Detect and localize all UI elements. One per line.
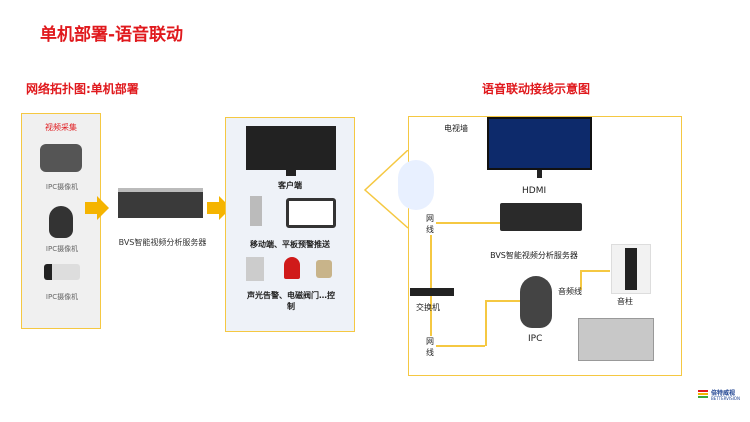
speaker-column-icon [611,244,651,294]
speaker-icon [246,257,264,281]
server-icon [118,188,203,218]
logo-name: 倍特威视 [711,390,736,397]
server-label: BVS智能视频分析服务器 [118,238,207,247]
company-logo [698,390,708,398]
voice-illustration-icon [398,160,434,210]
switch-label: 交换机 [416,303,440,312]
camera-label: IPC摄像机 [45,245,79,253]
page-title: 单机部署-语音联动 [40,25,184,45]
tv-wall-label: 电视墙 [444,124,468,133]
speaker-label: 音柱 [617,297,633,306]
output-panel: 客户端 移动端、平板预警推送 声光告警、电磁阀门…控制 [225,117,355,332]
valve-icon [316,260,332,278]
client-label: 客户端 [278,181,302,190]
ipc-label: IPC [528,334,543,344]
left-heading: 网络拓扑图:单机部署 [26,82,139,96]
monitor-icon [246,126,336,170]
ptz-camera-icon [520,276,552,328]
wiring-panel [408,116,682,376]
bullet-camera-icon [44,264,80,280]
capture-panel: 视频采集 IPC摄像机 IPC摄像机 IPC摄像机 [21,113,101,329]
hdmi-label: HDMI [522,186,547,196]
logo-en: BETTERVISION [711,396,740,401]
switch-icon [410,288,454,296]
wiring-server-label: BVS智能视频分析服务器 [490,251,578,260]
tv-wall-icon [487,117,592,170]
tablet-icon [286,198,336,228]
phone-icon [250,196,262,226]
right-heading: 语音联动接线示意图 [482,82,591,96]
multi-camera-icon [40,144,82,172]
audio-line-label: 音频线 [558,287,582,296]
net-cable-label: 网线 [424,213,436,235]
dome-camera-icon [49,206,73,238]
capture-label: 视频采集 [45,123,77,132]
mobile-label: 移动端、平板预警推送 [250,240,330,249]
net-cable-label-2: 网线 [424,336,436,358]
speaker-bracket-photo [578,318,654,361]
alarm-label: 声光告警、电磁阀门…控制 [247,291,335,311]
camera-label: IPC摄像机 [45,183,79,191]
alarm-light-icon [284,257,300,279]
arrow-icon [97,196,109,220]
nvr-server-icon [500,203,582,231]
camera-label: IPC摄像机 [45,293,79,301]
